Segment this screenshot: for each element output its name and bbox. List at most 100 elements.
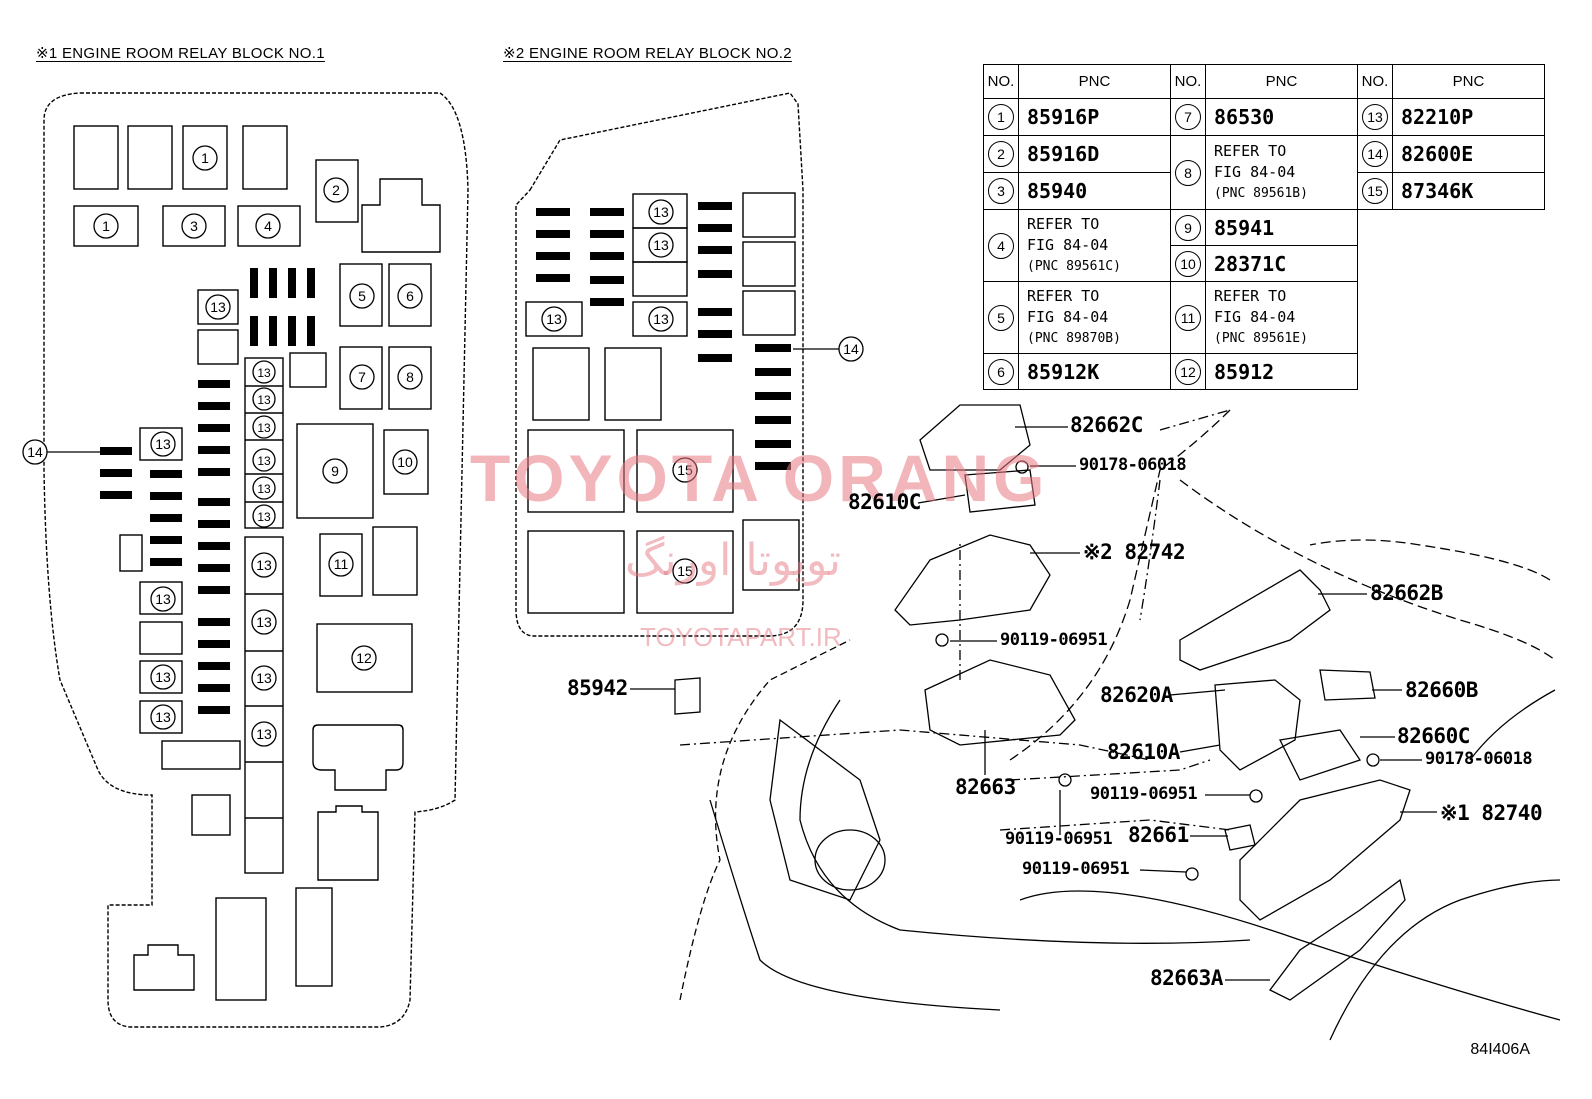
part-label: 90119-06951 bbox=[1090, 784, 1198, 804]
item-no: 5 bbox=[988, 304, 1014, 331]
item-callout-circles bbox=[22, 145, 864, 747]
svg-text:11: 11 bbox=[334, 556, 349, 572]
pnc-value: 85941 bbox=[1205, 209, 1358, 246]
item-no: 14 bbox=[1362, 141, 1388, 167]
item-no: 4 bbox=[988, 232, 1014, 259]
relay-block-1-fuses bbox=[100, 268, 315, 714]
svg-text:13: 13 bbox=[256, 557, 272, 573]
header-pnc: PNC bbox=[1018, 64, 1171, 99]
part-label: 82662C bbox=[1070, 413, 1143, 437]
pnc-value: 28371C bbox=[1205, 245, 1358, 282]
part-label: 82663A bbox=[1150, 966, 1223, 990]
item-no: 2 bbox=[988, 141, 1014, 167]
svg-text:15: 15 bbox=[677, 462, 693, 478]
pnc-table: NO. PNC NO. PNC NO. PNC 1 85916P 7 86530… bbox=[983, 64, 1545, 390]
svg-text:9: 9 bbox=[331, 463, 339, 479]
header-pnc: PNC bbox=[1205, 64, 1358, 99]
item-no: 1 bbox=[988, 104, 1014, 130]
part-label: 82660B bbox=[1405, 678, 1478, 702]
part-label: 82660C bbox=[1397, 724, 1470, 748]
svg-text:4: 4 bbox=[264, 218, 272, 234]
svg-text:1: 1 bbox=[102, 218, 110, 234]
svg-text:13: 13 bbox=[653, 237, 669, 253]
header-pnc: PNC bbox=[1392, 64, 1545, 99]
part-label: 90119-06951 bbox=[1000, 630, 1108, 650]
svg-text:13: 13 bbox=[257, 454, 271, 468]
figure-code: 84I406A bbox=[1470, 1041, 1530, 1058]
svg-text:13: 13 bbox=[155, 669, 171, 685]
pnc-value: 86530 bbox=[1205, 98, 1358, 136]
svg-text:8: 8 bbox=[406, 369, 414, 385]
pnc-value: 85940 bbox=[1018, 172, 1171, 210]
relay-block-1 bbox=[43, 92, 469, 1028]
header-no: NO. bbox=[1357, 64, 1393, 99]
part-label: 90178-06018 bbox=[1079, 455, 1187, 475]
svg-text:13: 13 bbox=[256, 670, 272, 686]
svg-text:3: 3 bbox=[190, 218, 198, 234]
item-no: 3 bbox=[988, 178, 1014, 204]
part-label: 82662B bbox=[1370, 581, 1443, 605]
svg-text:5: 5 bbox=[358, 288, 366, 304]
svg-text:13: 13 bbox=[257, 510, 271, 524]
svg-text:13: 13 bbox=[256, 726, 272, 742]
svg-text:13: 13 bbox=[256, 614, 272, 630]
part-label: 90178-06018 bbox=[1425, 749, 1533, 769]
svg-text:13: 13 bbox=[155, 709, 171, 725]
svg-text:13: 13 bbox=[155, 436, 171, 452]
header-no: NO. bbox=[1170, 64, 1206, 99]
pnc-value: 85916P bbox=[1018, 98, 1171, 136]
relay-block-2-fuses bbox=[536, 202, 791, 470]
callout-14-right: 14 bbox=[843, 341, 859, 357]
part-label: 82610A bbox=[1107, 740, 1180, 764]
part-label: 82663 bbox=[955, 775, 1016, 799]
callout-14-left: 14 bbox=[27, 444, 43, 460]
part-label: ※2 82742 bbox=[1083, 540, 1186, 564]
svg-text:13: 13 bbox=[257, 482, 271, 496]
part-label: 90119-06951 bbox=[1022, 859, 1130, 879]
svg-text:2: 2 bbox=[332, 182, 340, 198]
svg-text:7: 7 bbox=[358, 369, 366, 385]
part-label: 85942 bbox=[567, 676, 628, 700]
pnc-value: 87346K bbox=[1392, 172, 1545, 210]
item-no: 13 bbox=[1362, 104, 1388, 130]
part-label: 82661 bbox=[1128, 823, 1189, 847]
item-no: 9 bbox=[1175, 214, 1201, 241]
item-no: 6 bbox=[988, 358, 1014, 385]
item-no: 12 bbox=[1175, 358, 1201, 385]
item-no: 7 bbox=[1175, 104, 1201, 130]
svg-text:12: 12 bbox=[356, 650, 372, 666]
svg-text:13: 13 bbox=[257, 393, 271, 407]
pnc-value: 85912K bbox=[1018, 353, 1171, 390]
svg-text:10: 10 bbox=[397, 454, 413, 470]
pnc-value: 82210P bbox=[1392, 98, 1545, 136]
svg-text:13: 13 bbox=[653, 311, 669, 327]
part-label: 82620A bbox=[1100, 683, 1173, 707]
svg-text:13: 13 bbox=[257, 421, 271, 435]
pnc-value: 85916D bbox=[1018, 135, 1171, 173]
svg-text:13: 13 bbox=[257, 366, 271, 380]
exploded-view bbox=[630, 404, 1561, 1041]
part-label: 90119-06951 bbox=[1005, 829, 1113, 849]
relay-block-1-title: ※1 ENGINE ROOM RELAY BLOCK NO.1 bbox=[36, 45, 325, 62]
svg-text:13: 13 bbox=[155, 591, 171, 607]
header-no: NO. bbox=[983, 64, 1019, 99]
callout-leaders bbox=[47, 348, 839, 453]
svg-text:15: 15 bbox=[677, 563, 693, 579]
pnc-value: 85912 bbox=[1205, 353, 1358, 390]
item-no: 8 bbox=[1175, 159, 1201, 186]
pnc-value: 82600E bbox=[1392, 135, 1545, 173]
item-no: 10 bbox=[1175, 250, 1201, 277]
svg-text:1: 1 bbox=[201, 150, 209, 166]
svg-text:13: 13 bbox=[546, 311, 562, 327]
part-label: ※1 82740 bbox=[1440, 801, 1543, 825]
part-label: 82610C bbox=[848, 490, 921, 514]
svg-text:13: 13 bbox=[210, 299, 226, 315]
svg-text:13: 13 bbox=[653, 204, 669, 220]
relay-block-2-title: ※2 ENGINE ROOM RELAY BLOCK NO.2 bbox=[503, 45, 792, 62]
